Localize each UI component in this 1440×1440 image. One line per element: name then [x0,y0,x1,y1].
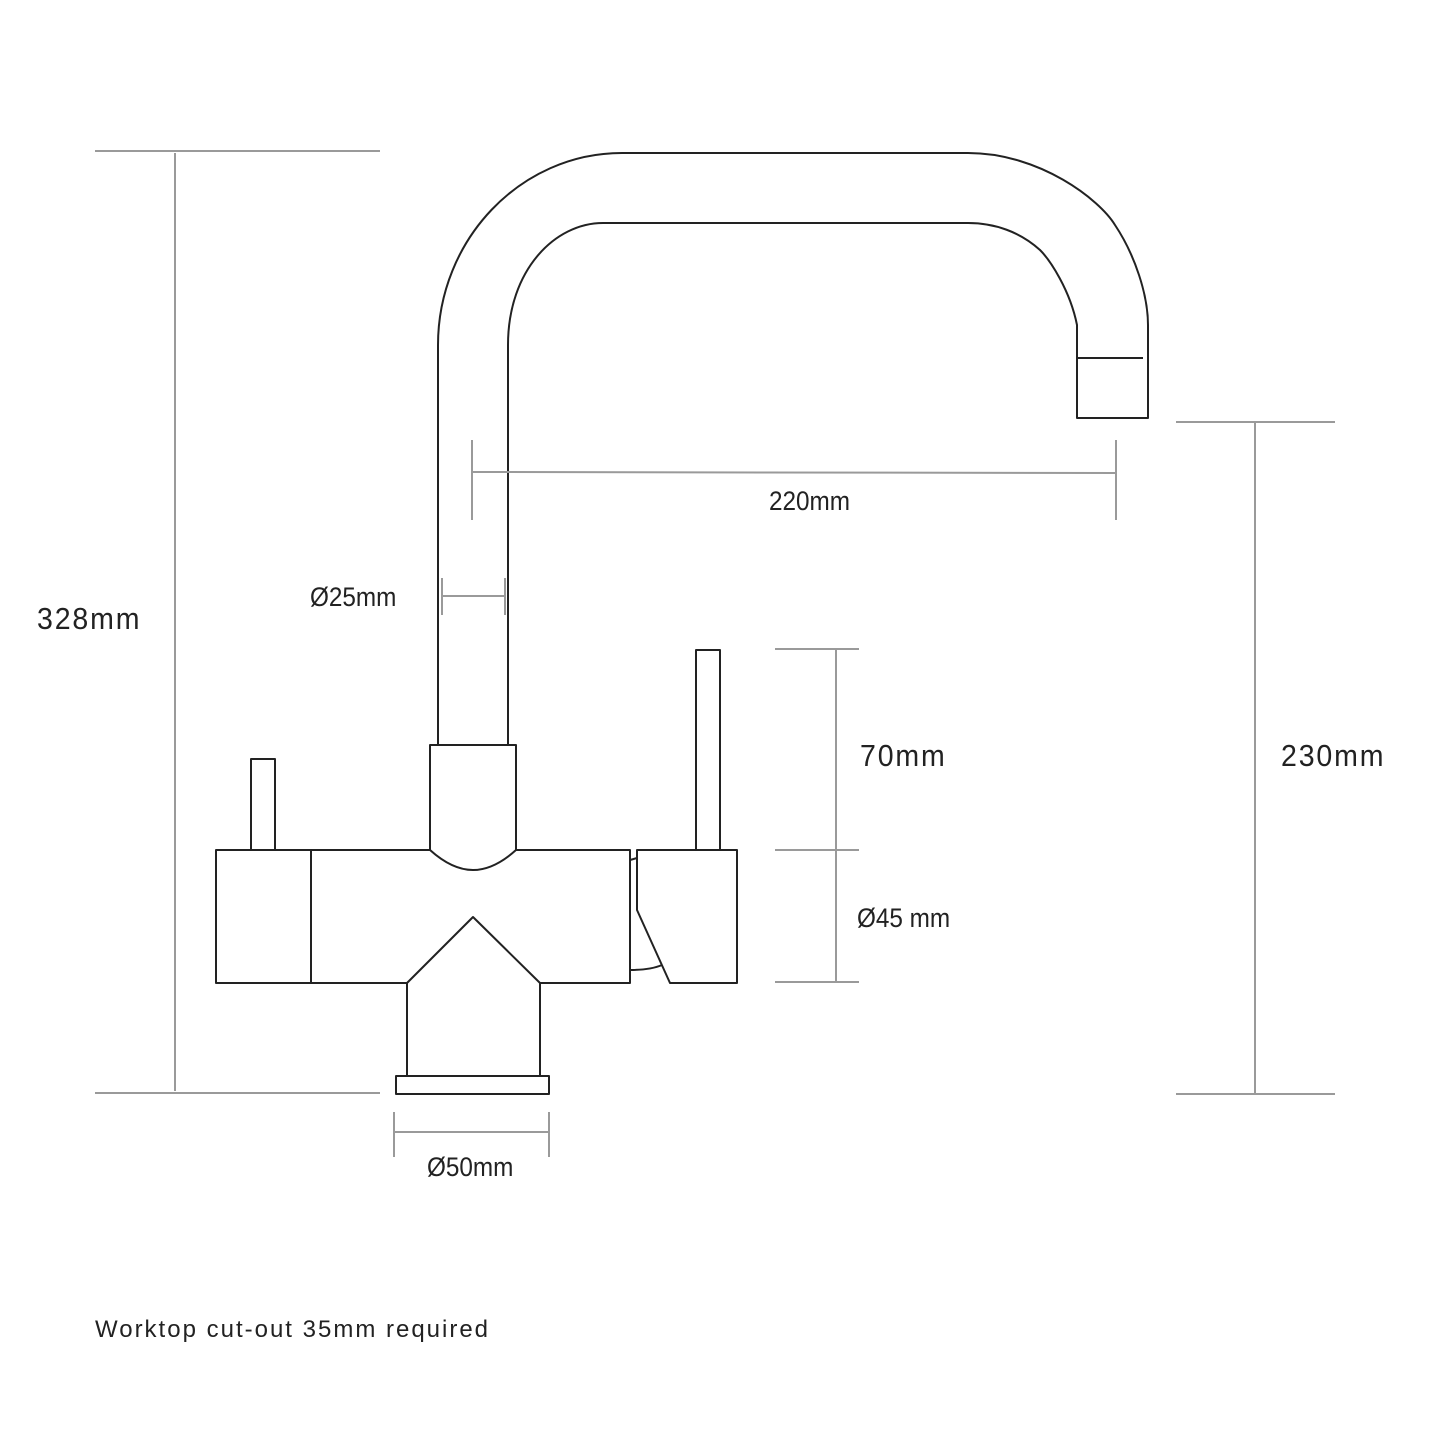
cutout-note: Worktop cut-out 35mm required [95,1316,491,1343]
tap-stem [406,983,541,1076]
label-body-diameter: Ø45 mm [857,903,951,933]
label-total-height: 328mm [37,601,142,636]
right-handle-joint [629,857,663,971]
right-lever [695,649,721,851]
label-pipe-diameter: Ø25mm [310,582,397,612]
left-lever [250,758,276,851]
label-spout-height: 230mm [1281,738,1386,773]
tap-outline [215,152,1149,1095]
spout-collar [429,744,517,850]
left-handle-block [215,849,312,984]
dimension-lines [95,150,1335,1157]
dim-220-line [471,471,1117,474]
label-lever-height: 70mm [860,738,947,773]
tap-body [310,849,631,984]
label-spout-reach: 220mm [769,486,851,516]
right-handle-block [636,849,738,984]
label-base-diameter: Ø50mm [427,1152,514,1182]
base-plate [395,1075,550,1095]
spout-outer [437,152,1149,745]
